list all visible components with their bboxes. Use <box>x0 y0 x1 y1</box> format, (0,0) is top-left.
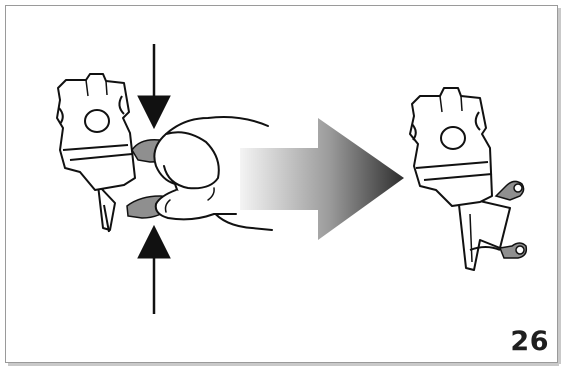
device-after <box>410 88 510 270</box>
device-after-stem <box>458 196 510 270</box>
device-before <box>57 74 135 232</box>
arrow-down-icon <box>138 44 170 128</box>
device-before-hole <box>85 110 109 132</box>
figure-number: 26 <box>510 326 549 357</box>
arrow-up-icon <box>138 226 170 314</box>
device-after-hole <box>441 127 465 149</box>
